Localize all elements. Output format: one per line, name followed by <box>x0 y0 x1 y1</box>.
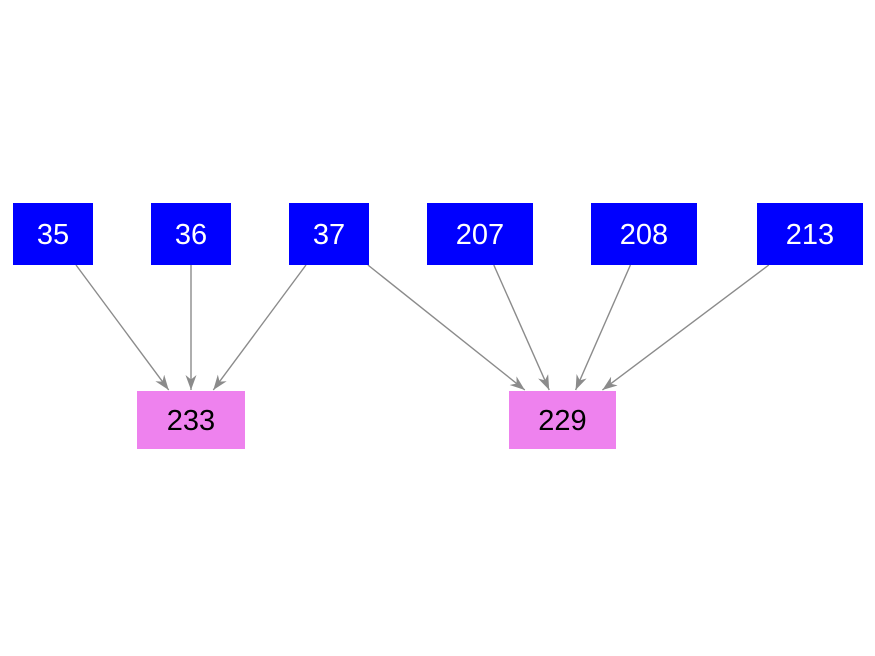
node-label-36: 36 <box>175 219 207 251</box>
node-box-208 <box>591 203 697 265</box>
node-label-208: 208 <box>620 219 668 251</box>
graph-node-208: 208 <box>591 203 697 265</box>
node-label-229: 229 <box>538 405 586 437</box>
node-box-233 <box>137 391 245 449</box>
graph-node-213: 213 <box>757 203 863 265</box>
graph-edge-208-to-229 <box>574 264 632 391</box>
graph-node-37: 37 <box>289 203 369 265</box>
node-label-233: 233 <box>167 405 215 437</box>
node-box-37 <box>289 203 369 265</box>
node-label-35: 35 <box>37 219 69 251</box>
graph-edge-37-to-233 <box>212 264 307 391</box>
node-box-36 <box>151 203 231 265</box>
node-box-35 <box>13 203 93 265</box>
graph-edge-35-to-233 <box>75 264 170 391</box>
node-label-213: 213 <box>786 219 834 251</box>
node-box-229 <box>509 391 616 449</box>
graph-node-36: 36 <box>151 203 231 265</box>
graph-edge-207-to-229 <box>493 264 550 391</box>
node-box-207 <box>427 203 533 265</box>
graph-node-233: 233 <box>137 391 245 449</box>
graph-node-207: 207 <box>427 203 533 265</box>
graph-edge-213-to-229 <box>601 264 770 391</box>
graph-node-35: 35 <box>13 203 93 265</box>
graph-node-229: 229 <box>509 391 616 449</box>
graph-edge-37-to-229 <box>367 264 526 391</box>
node-label-37: 37 <box>313 219 345 251</box>
node-label-207: 207 <box>456 219 504 251</box>
node-box-213 <box>757 203 863 265</box>
